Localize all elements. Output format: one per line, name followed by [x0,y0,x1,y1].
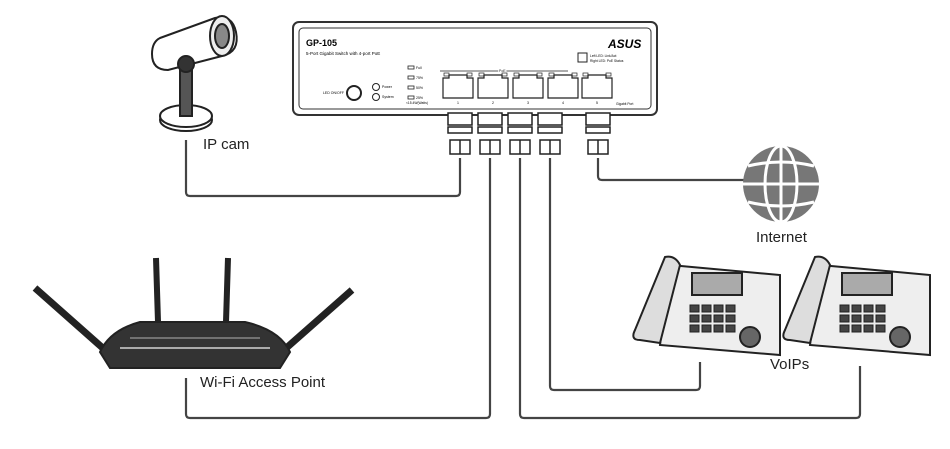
load-level-label: 50% [416,86,423,90]
switch-model: GP-105 [306,38,337,48]
ethernet-ports: 1 2 3 4 5 [442,72,613,105]
ethernet-port-4[interactable]: 4 [547,72,579,105]
led-button-label: LED ON/OFF [323,91,344,95]
power-label: Power [382,85,393,89]
ethernet-port-3[interactable]: 3 [512,72,544,105]
switch-gp105: GP-105 5-Port Gigabit Switch with 4-port… [292,21,658,155]
ethernet-port-2[interactable]: 2 [477,72,509,105]
load-level-label: Full [416,66,422,70]
load-level-label: 75% [416,76,423,80]
led-legend-1: Left LED: Link/Act [590,54,616,58]
poe-load-leds: Full 75% 50% 25% <15.4W(Watts) [406,65,428,105]
budget-label: <15.4W(Watts) [406,101,428,105]
port-number: 5 [596,101,598,105]
port-number: 3 [527,101,529,105]
poe-group-label: PoE [499,69,506,73]
port-number: 2 [492,101,494,105]
voip-phone-1 [632,255,781,357]
cables [184,140,862,420]
led-toggle-button[interactable] [346,85,362,101]
cable-voip-2 [518,158,862,420]
ip-cam-label: IP cam [203,136,250,153]
wifi-router [32,257,355,369]
internet-label: Internet [756,229,807,246]
rj45-plug-4 [537,112,563,155]
port-number: 4 [562,101,564,105]
ethernet-port-5[interactable]: 5 [581,72,613,105]
voips-label: VoIPs [770,356,810,373]
ethernet-port-1[interactable]: 1 [442,72,474,105]
voip-phone-2 [782,255,931,357]
cable-ip-cam [184,140,462,198]
system-led [372,93,380,101]
led-legend-2: Right LED: PoE Status [590,59,624,63]
uplink-label: Gigabit Port [616,102,633,106]
port-number: 1 [457,101,459,105]
cable-wifi-ap [184,158,492,420]
cable-voip-1 [548,158,702,392]
power-led [372,83,380,91]
switch-subtitle: 5-Port Gigabit Switch with 4-port PoE [306,51,380,56]
cable-internet [596,158,745,182]
ip-camera [150,15,238,132]
internet-globe-icon [743,144,819,224]
rj45-plug-1 [447,112,473,155]
brand-logo: ASUS [607,37,641,51]
rj45-plug-2 [477,112,503,155]
rj45-plug-5 [585,112,611,155]
load-level-label: 25% [416,96,423,100]
system-label: System [382,95,394,99]
wifi-ap-label: Wi-Fi Access Point [200,374,326,391]
rj45-plug-3 [507,112,533,155]
voip-phones [632,255,931,357]
rj45-plugs [447,112,611,155]
